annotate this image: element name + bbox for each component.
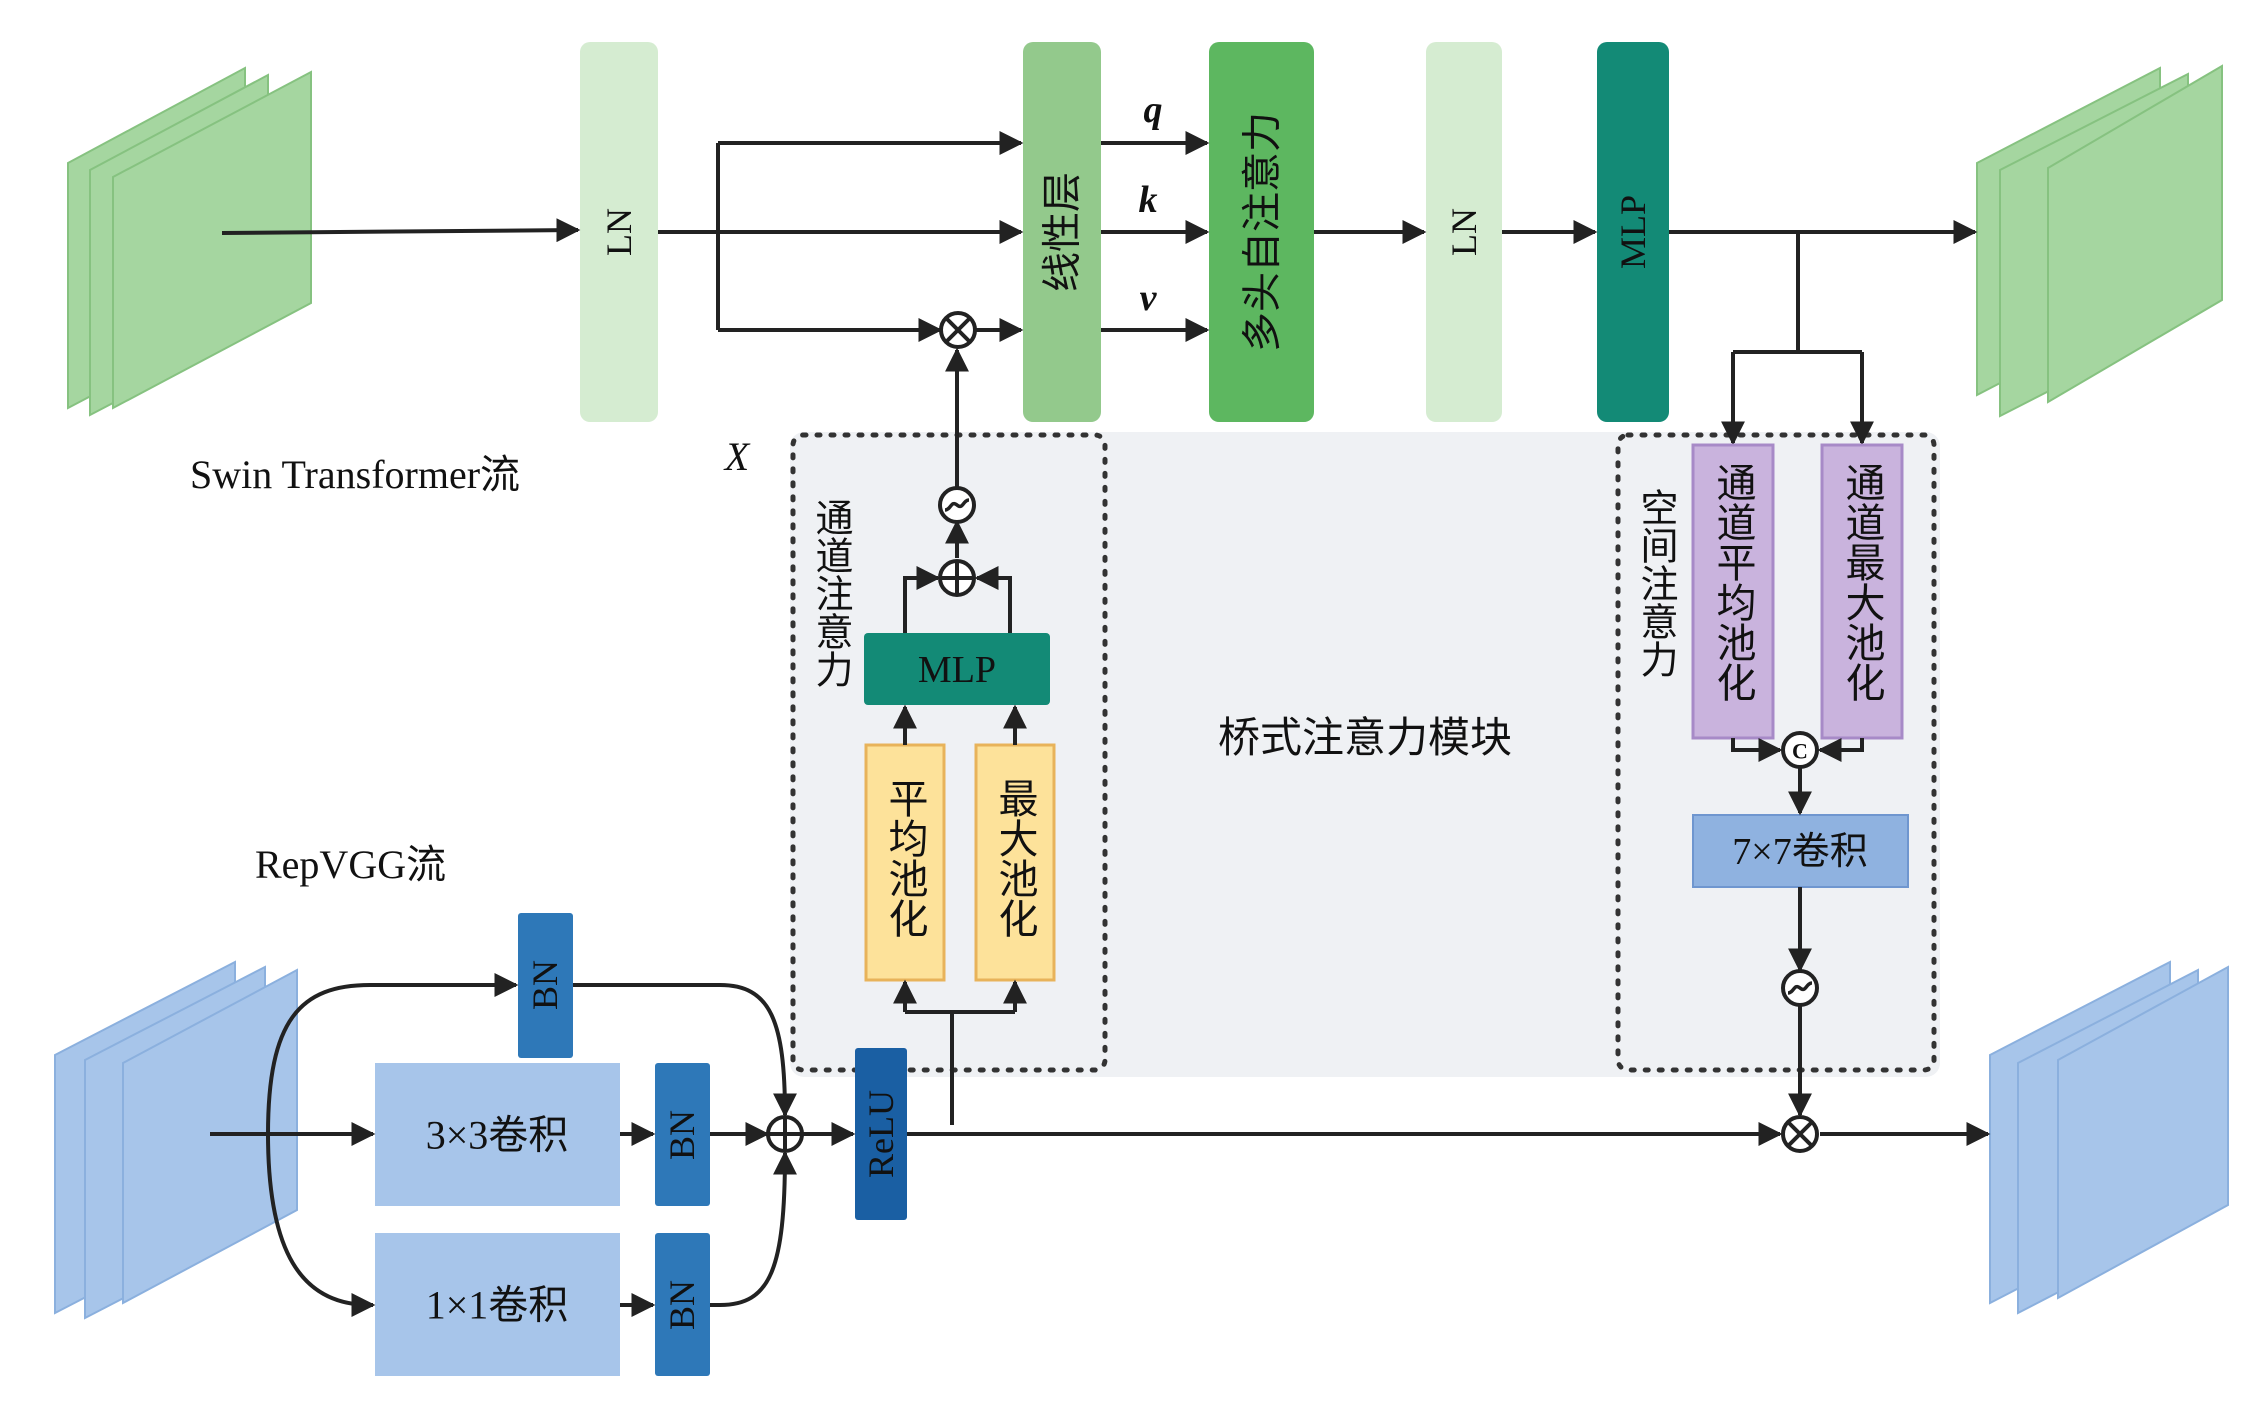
channel-mlp-block: MLP [864, 633, 1050, 705]
k-label: k [1139, 179, 1158, 221]
repvgg-bn-top-block: BN [518, 913, 573, 1058]
spatial-attention-title: 空间注意力 [1634, 488, 1677, 678]
channel-max-pool-label: 通道最大池化 [1840, 462, 1885, 702]
avg-pool-label: 平均池化 [883, 778, 928, 938]
spatial-attention-arrows [1731, 738, 1864, 1118]
repvgg-output-feature-maps [1989, 960, 2229, 1315]
channel-sigmoid-operator [938, 486, 976, 524]
repvgg-multiply-operator [1781, 1115, 1819, 1153]
bn3-label: BN [662, 1110, 702, 1160]
bn1-block: BN [655, 1233, 710, 1376]
mhsa-label: 多头自注意力 [1240, 112, 1285, 352]
v-label: v [1140, 277, 1158, 319]
spatial-sigmoid-operator [1781, 969, 1819, 1007]
x-label: X [723, 434, 751, 479]
swin-stream-arrows [221, 131, 1978, 446]
swin-ln2-label: LN [1444, 208, 1484, 256]
conv1-block: 1×1卷积 [375, 1233, 620, 1376]
conv3-block: 3×3卷积 [375, 1063, 620, 1206]
repvgg-input-feature-maps [54, 960, 298, 1320]
swin-mlp-block: MLP [1597, 42, 1669, 422]
channel-attention-box [790, 432, 1108, 1073]
concat-symbol: C [1792, 739, 1808, 764]
channel-attention-arrows [893, 347, 1027, 1125]
bridge-module-title: 桥式注意力模块 [1218, 715, 1512, 762]
swin-stream-label: Swin Transformer流 [190, 452, 520, 497]
bn1-label: BN [662, 1280, 702, 1330]
channel-add-operator [938, 559, 976, 597]
q-label: q [1144, 89, 1163, 131]
repvgg-stream-label: RepVGG流 [255, 842, 446, 887]
relu-label: ReLU [861, 1090, 901, 1178]
spatial-attention-box [1615, 432, 1937, 1073]
swin-multiply-operator [939, 311, 977, 349]
conv3-label: 3×3卷积 [426, 1113, 569, 1158]
repvgg-add-operator [766, 1115, 804, 1153]
channel-mlp-label: MLP [918, 649, 996, 691]
max-pool-label: 最大池化 [993, 778, 1038, 938]
relu-block: ReLU [855, 1048, 907, 1220]
repvgg-stream-arrows [210, 973, 1991, 1317]
linear-layer-label: 线性层 [1040, 172, 1085, 292]
conv7-label: 7×7卷积 [1732, 831, 1867, 873]
channel-avg-pool-block: 通道平均池化 [1691, 443, 1775, 740]
max-pool-block: 最大池化 [974, 743, 1056, 982]
swin-ln2-block: LN [1426, 42, 1502, 422]
repvgg-bn-top-label: BN [525, 960, 565, 1010]
channel-max-pool-block: 通道最大池化 [1820, 443, 1904, 740]
concat-operator: C [1781, 731, 1819, 769]
avg-pool-block: 平均池化 [864, 743, 946, 982]
channel-avg-pool-label: 通道平均池化 [1711, 462, 1756, 702]
swin-mlp-label: MLP [1613, 195, 1653, 269]
channel-attention-title: 通道注意力 [809, 498, 852, 688]
conv1-label: 1×1卷积 [426, 1283, 569, 1328]
conv7-block: 7×7卷积 [1692, 814, 1909, 888]
swin-ln1-label: LN [599, 208, 639, 256]
swin-input-feature-maps [67, 66, 312, 417]
bn3-block: BN [655, 1063, 710, 1206]
swin-output-feature-maps [1976, 64, 2223, 418]
swin-ln1-block: LN [580, 42, 658, 422]
linear-layer-block: 线性层 [1023, 42, 1101, 422]
mhsa-block: 多头自注意力 [1209, 42, 1314, 422]
bridge-module-background [790, 432, 1940, 1077]
